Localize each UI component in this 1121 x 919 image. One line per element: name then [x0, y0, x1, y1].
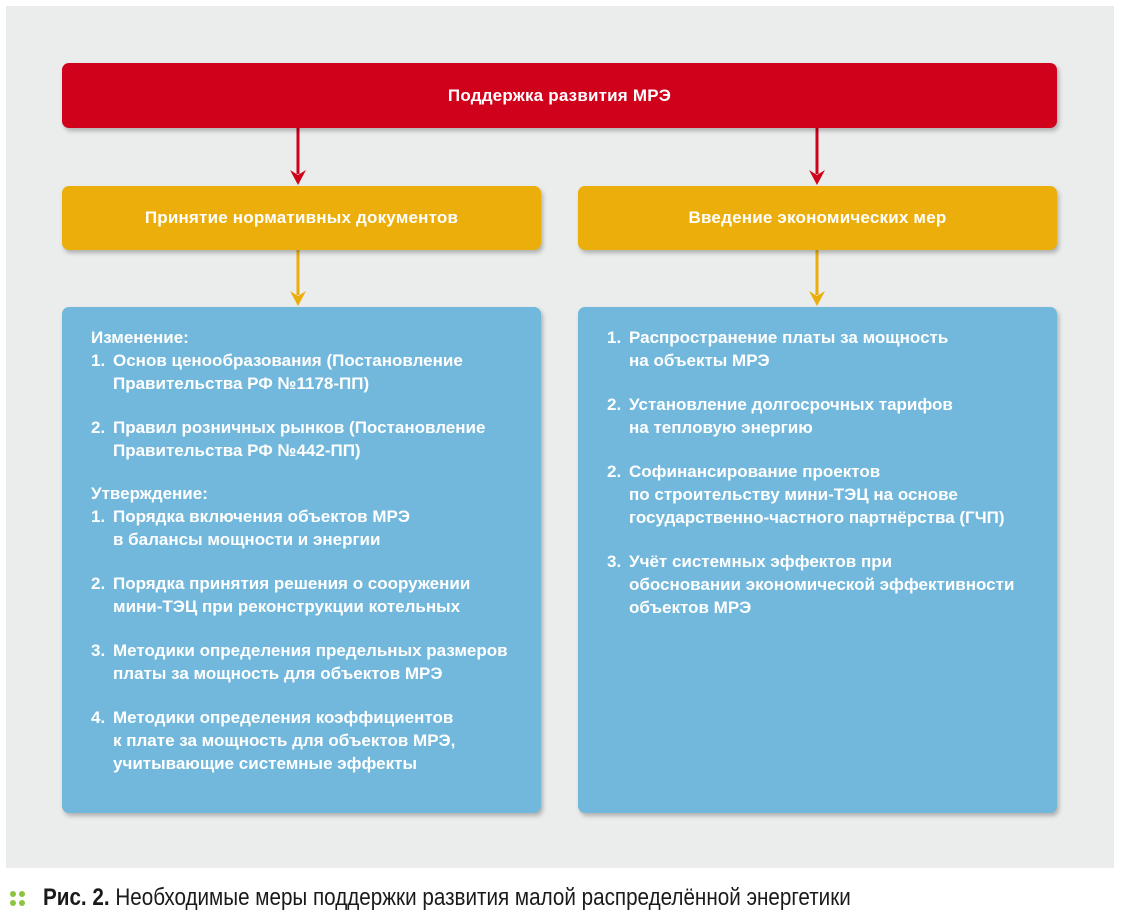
list-item: 4. Методики определения коэффициентов к п…	[91, 706, 541, 775]
node-normative-documents: Принятие нормативных документов	[62, 186, 541, 250]
group-title: Утверждение:	[91, 484, 208, 503]
item-list: 1. Основ ценообразования (Постановление П…	[91, 349, 541, 462]
arrow-root-to-normative	[290, 128, 306, 185]
list-item: 3. Учёт системных эффектов при обосновани…	[607, 550, 1057, 619]
caption-body: Необходимые меры поддержки развития мало…	[109, 884, 851, 911]
list-item-number: 2.	[91, 574, 106, 593]
list-item-text: Софинансирование проектов по строительст…	[629, 462, 1005, 527]
item-list: 1. Порядка включения объектов МРЭ в балан…	[91, 505, 541, 775]
node-normative-documents-label: Принятие нормативных документов	[144, 208, 459, 227]
arrow-economic-to-detail	[809, 250, 825, 306]
root-node: Поддержка развития МРЭ	[62, 63, 1057, 128]
list-item: 1. Основ ценообразования (Постановление П…	[91, 349, 541, 395]
list-item-text: Установление долгосрочных тарифов на теп…	[629, 395, 953, 437]
list-item-number: 2.	[91, 418, 106, 437]
caption-label: Рис. 2.	[43, 884, 110, 911]
list-item-text: Правил розничных рынков (Постановление П…	[113, 418, 486, 460]
group-title: Изменение:	[91, 328, 189, 347]
arrow-root-to-economic	[809, 128, 825, 185]
list-item-number: 3.	[607, 552, 622, 571]
list-item: 1. Порядка включения объектов МРЭ в балан…	[91, 505, 541, 551]
node-economic-measures-label: Введение экономических мер	[688, 208, 947, 227]
list-item-number: 4.	[91, 708, 106, 727]
list-item-text: Методики определения предельных размеров…	[113, 641, 508, 683]
list-item-number: 3.	[91, 641, 106, 660]
list-item: 2. Установление долгосрочных тарифов на т…	[607, 393, 1057, 439]
item-list: 1. Распространение платы за мощность на о…	[607, 326, 1057, 619]
list-item-number: 1.	[607, 328, 622, 347]
caption-text: Рис. 2. Необходимые меры поддержки разви…	[43, 884, 851, 912]
economic-measures-detail: 1. Распространение платы за мощность на о…	[578, 307, 1057, 813]
list-item: 2. Правил розничных рынков (Постановление…	[91, 416, 541, 462]
item-group: Утверждение: 1. Порядка включения объектов…	[91, 482, 541, 775]
root-node-label: Поддержка развития МРЭ	[447, 85, 672, 105]
list-item-number: 1.	[91, 351, 106, 370]
list-item-number: 2.	[607, 462, 622, 481]
item-group: Изменение: 1. Основ ценообразования (Поста…	[91, 326, 541, 462]
list-item-number: 2.	[607, 395, 622, 414]
normative-documents-detail: Изменение: 1. Основ ценообразования (Поста…	[62, 307, 541, 813]
list-item-number: 1.	[91, 507, 106, 526]
list-item: 3. Методики определения предельных размер…	[91, 639, 541, 685]
caption-dots-icon	[10, 890, 25, 906]
list-item: 1. Распространение платы за мощность на о…	[607, 326, 1057, 372]
list-item-text: Порядка включения объектов МРЭ в балансы…	[113, 507, 410, 549]
figure-caption: Рис. 2. Необходимые меры поддержки разви…	[10, 881, 982, 915]
list-item-text: Распространение платы за мощность на объ…	[629, 328, 949, 370]
node-economic-measures: Введение экономических мер	[578, 186, 1057, 250]
list-item-text: Методики определения коэффициентов к пла…	[113, 708, 456, 773]
arrow-normative-to-detail	[290, 250, 306, 306]
list-item-text: Основ ценообразования (Постановление Пра…	[113, 351, 463, 393]
list-item: 2. Порядка принятия решения о сооружении …	[91, 572, 541, 618]
list-item-text: Порядка принятия решения о сооружении ми…	[113, 574, 471, 616]
list-item-text: Учёт системных эффектов при обосновании …	[629, 552, 1015, 617]
list-item: 2. Софинансирование проектов по строитель…	[607, 460, 1057, 529]
